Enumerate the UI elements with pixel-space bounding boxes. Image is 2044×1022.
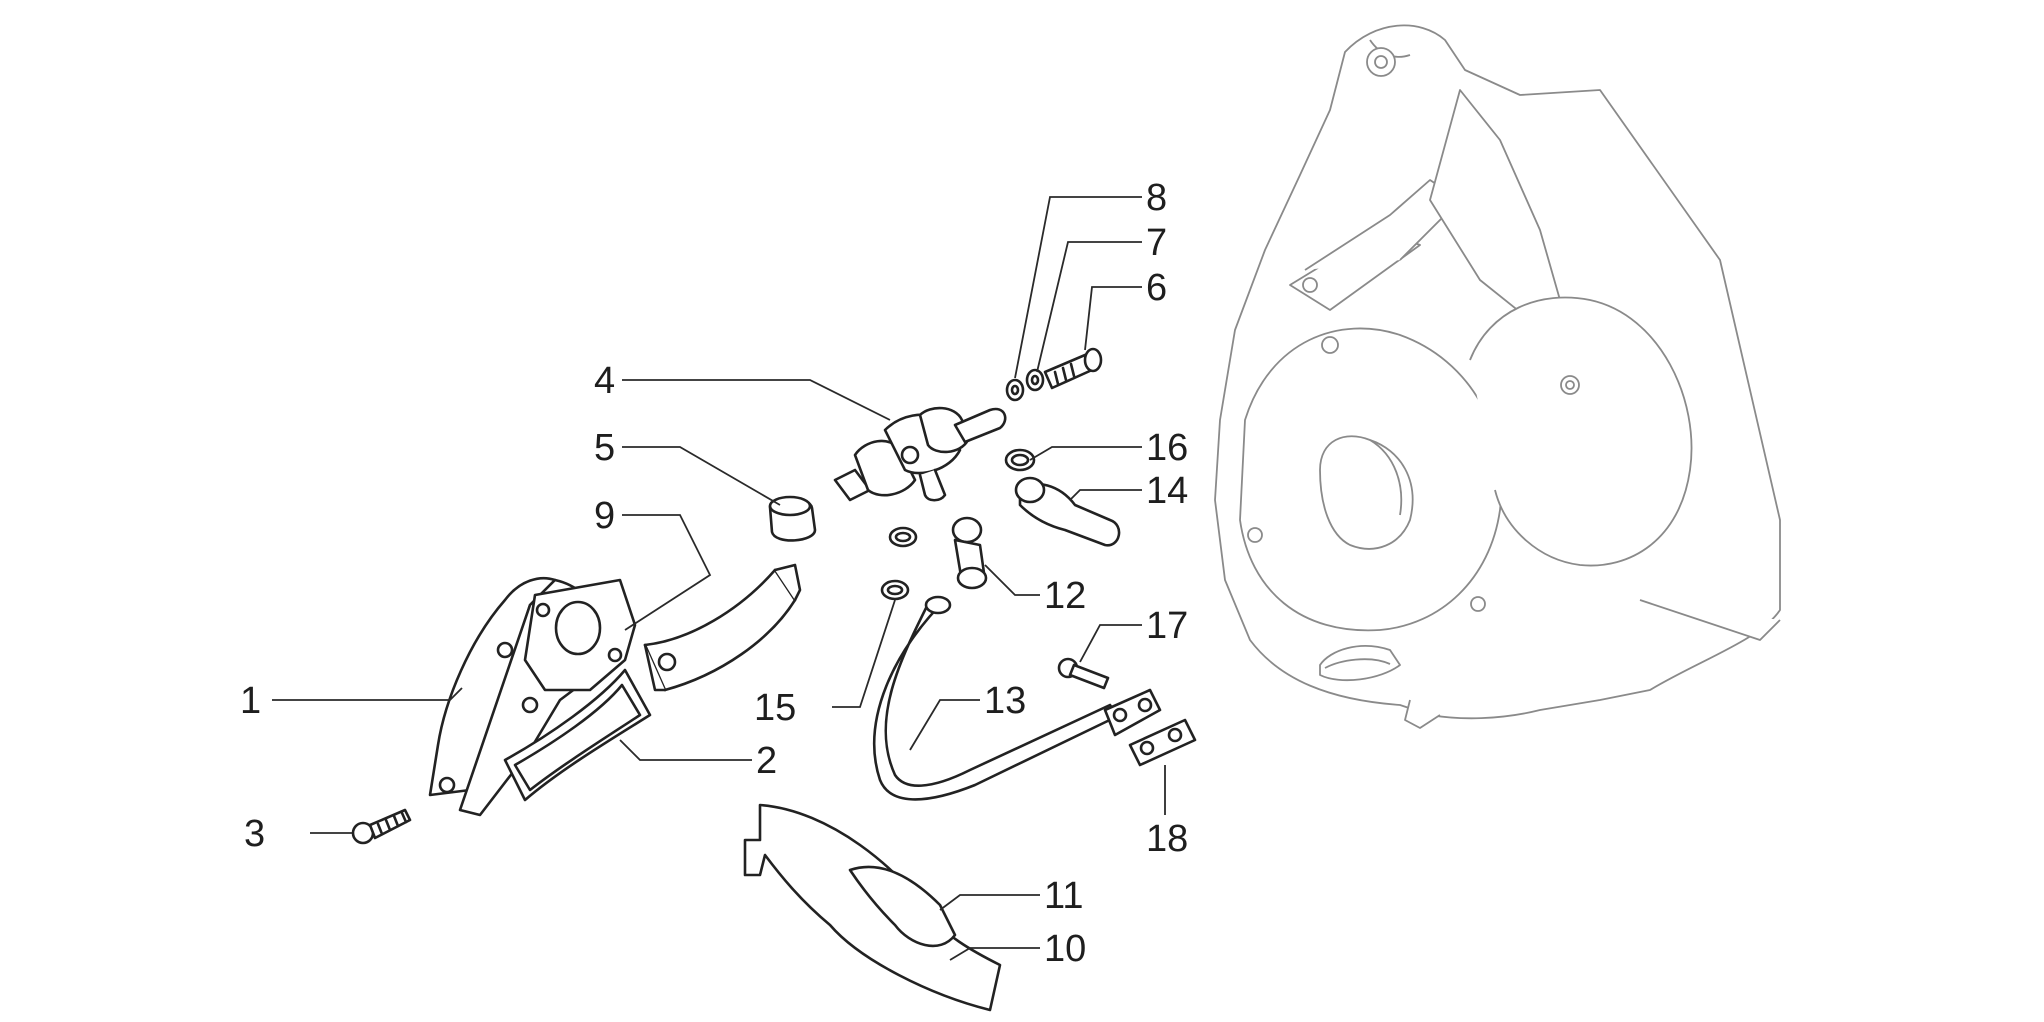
part-2-gasket: [503, 668, 652, 802]
callout-4: 4: [594, 360, 616, 402]
part-4-valve: [833, 406, 1007, 502]
part-14-hose: [1014, 476, 1121, 547]
part-9-block: [643, 563, 802, 692]
leader-lines: [272, 196, 1166, 961]
callout-3: 3: [244, 813, 266, 855]
part-11-pad: [848, 865, 957, 948]
part-17-screw: [1057, 657, 1110, 690]
callout-6: 6: [1146, 267, 1168, 309]
part-5-spacer: [768, 495, 817, 542]
engine-housing: [1214, 24, 1781, 729]
part-8-washer: [1005, 378, 1025, 402]
callout-12: 12: [1044, 575, 1087, 617]
part-6-bolt: [1043, 347, 1103, 390]
part-16-clamp: [1004, 448, 1036, 472]
callout-10: 10: [1044, 928, 1087, 970]
part-15-clamp: [880, 526, 918, 601]
callout-18: 18: [1146, 818, 1189, 860]
part-10-cover: [743, 803, 1002, 1012]
callout-5: 5: [594, 427, 616, 469]
part-12-elbow: [951, 516, 988, 590]
callout-8: 8: [1146, 177, 1168, 219]
part-18-flange: [1103, 688, 1197, 767]
callout-11: 11: [1044, 875, 1084, 917]
callout-14: 14: [1146, 470, 1189, 512]
callout-7: 7: [1146, 222, 1168, 264]
callout-16: 16: [1146, 427, 1189, 469]
part-3-screw: [351, 808, 412, 845]
callout-9: 9: [594, 495, 616, 537]
callout-17: 17: [1146, 605, 1189, 647]
part-13-tube: [872, 595, 1120, 801]
callout-1: 1: [240, 680, 262, 722]
callout-13: 13: [984, 680, 1027, 722]
part-7-washer: [1025, 368, 1045, 392]
part-1-bracket: [428, 576, 637, 817]
callout-15: 15: [754, 687, 797, 729]
callout-2: 2: [756, 740, 778, 782]
